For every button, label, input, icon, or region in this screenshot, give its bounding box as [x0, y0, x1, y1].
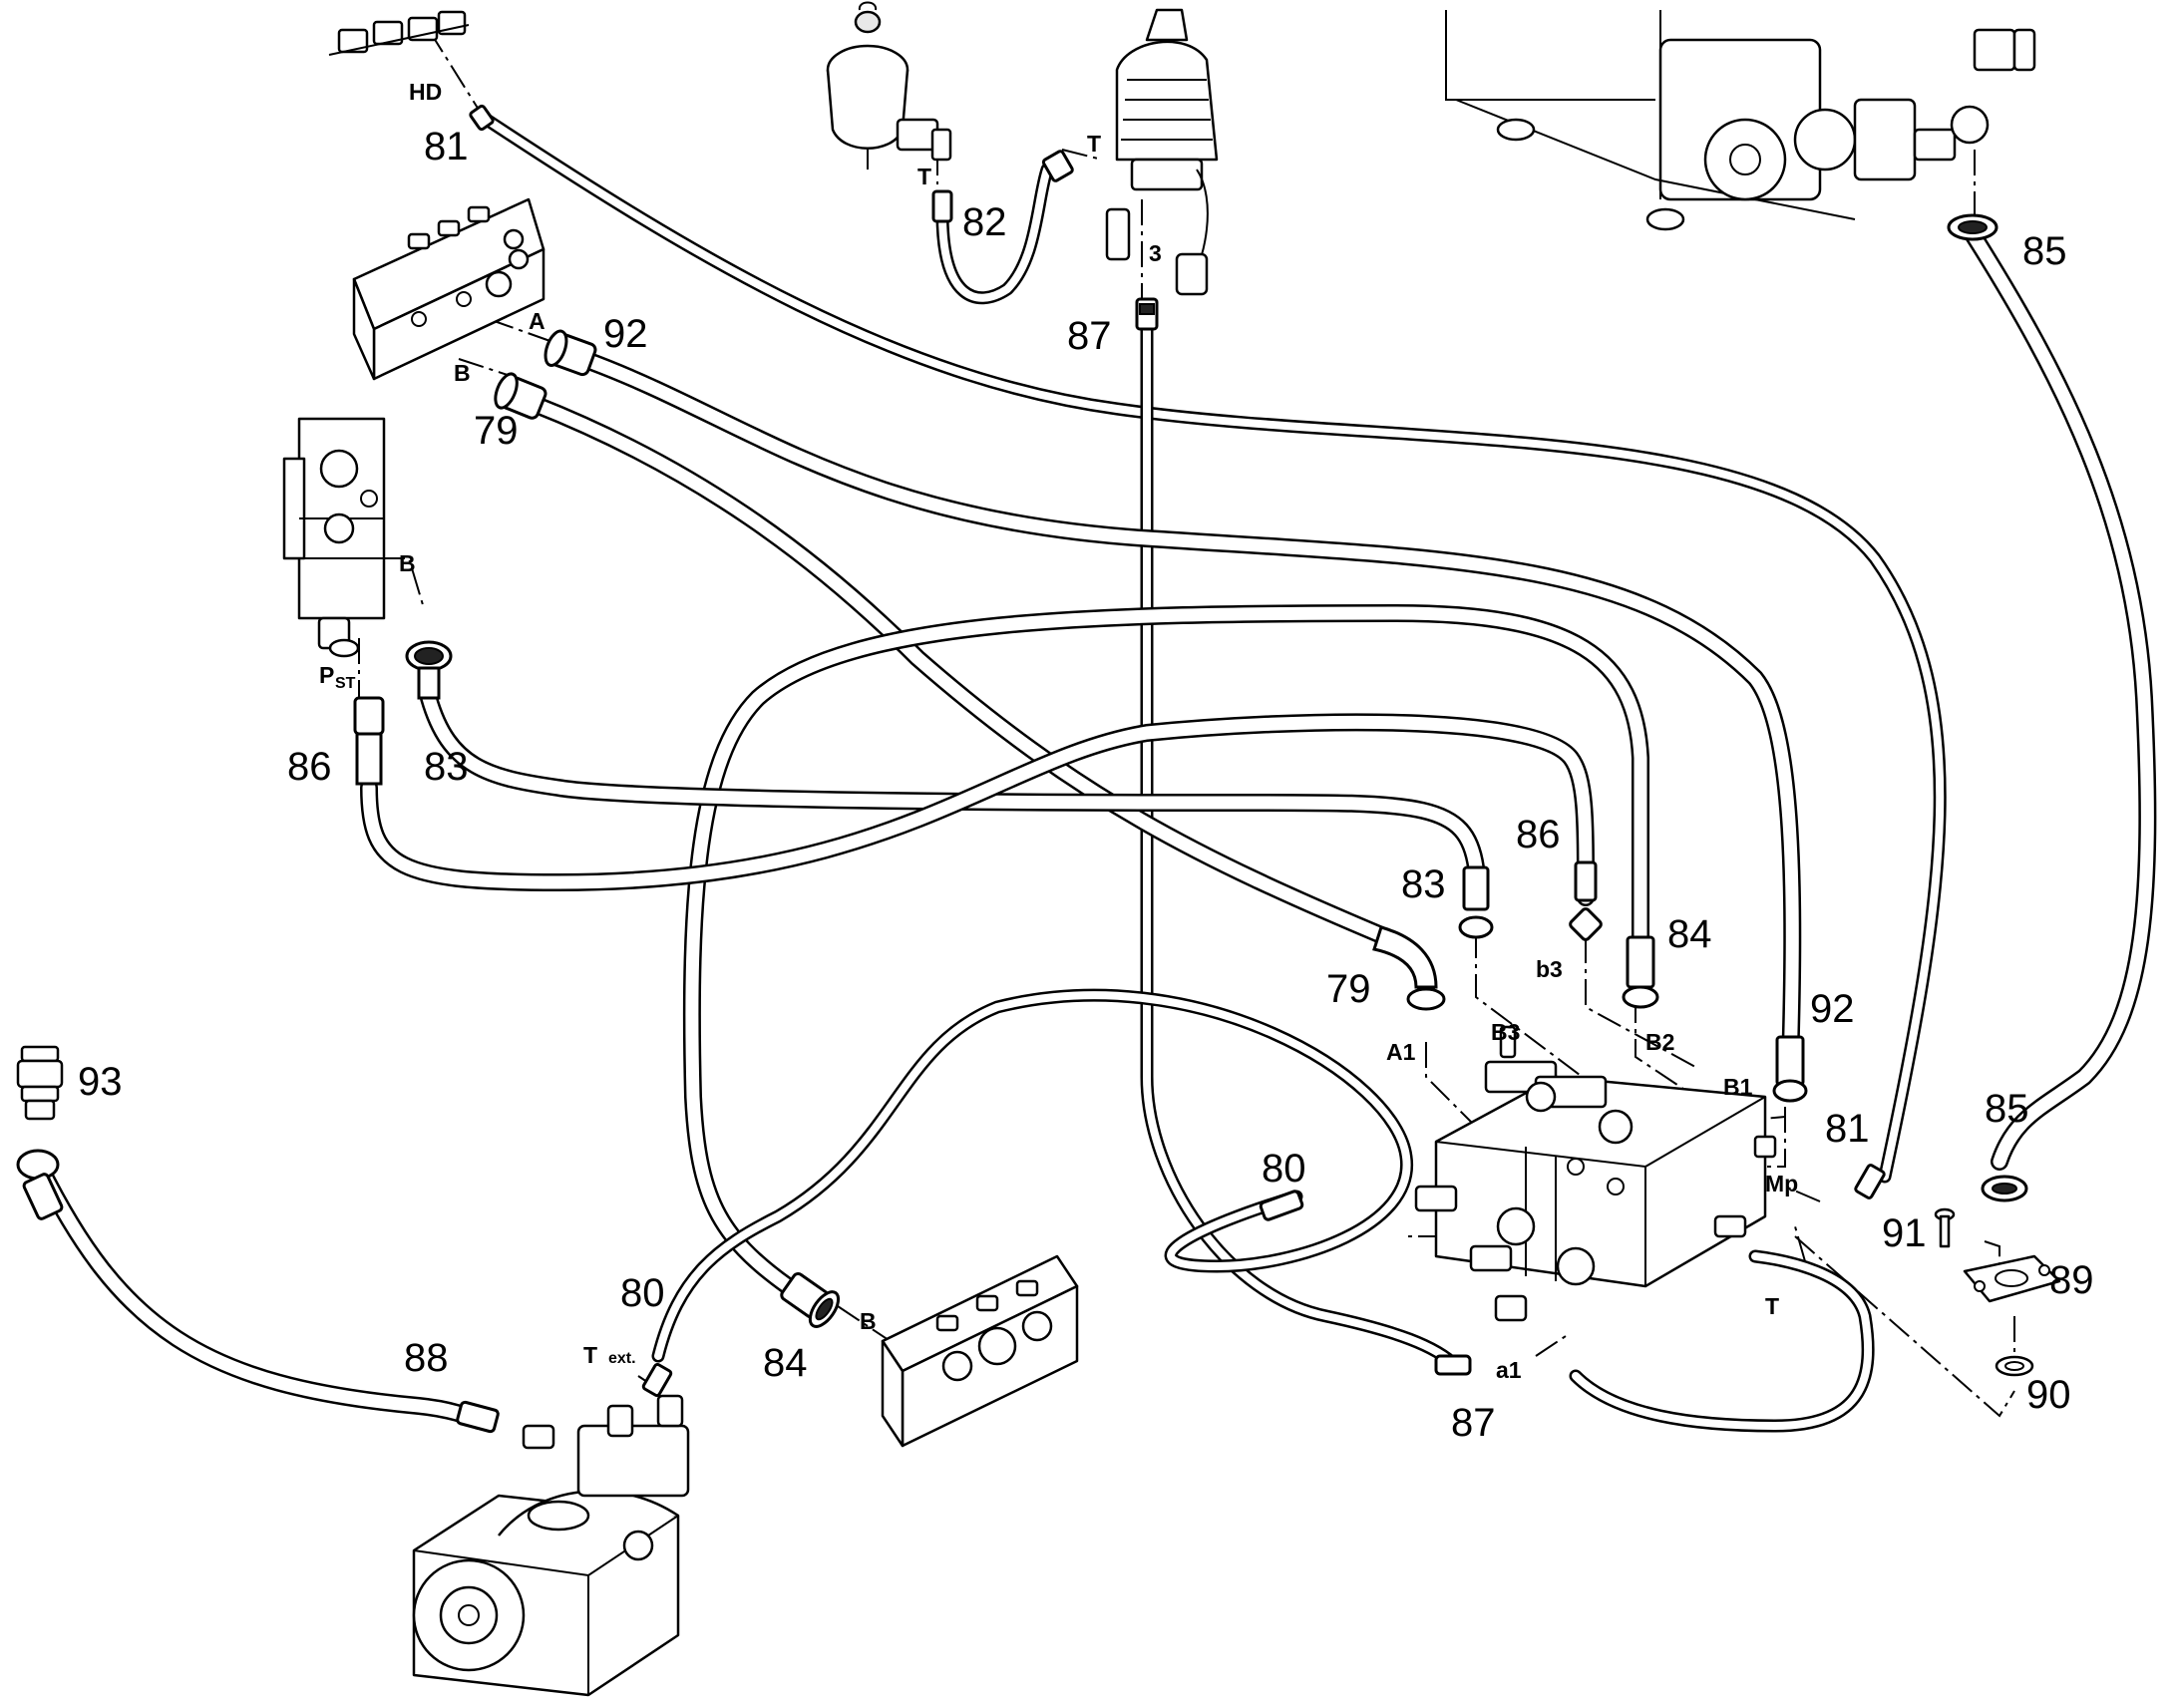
- callout-numbers: 81 82 87 85 92 79 86 83 86 83 84 92 79 8…: [78, 125, 2094, 1445]
- callout-90: 90: [2026, 1373, 2071, 1417]
- fitting-79-top: [494, 372, 547, 420]
- port-t-valve: T: [1765, 1293, 1779, 1319]
- port-a-top: A: [529, 308, 545, 334]
- port-b-left: B: [399, 550, 416, 576]
- fitting-86-right: [1569, 860, 1603, 941]
- callout-80-right: 80: [1262, 1147, 1306, 1191]
- fitting-81-top: [469, 104, 495, 132]
- fitting-93: [16, 1045, 64, 1121]
- callout-84-right: 84: [1667, 912, 1712, 956]
- hydraulic-pump: [412, 1394, 690, 1697]
- fitting-88-right: [456, 1400, 500, 1434]
- callout-87-top: 87: [1067, 314, 1112, 358]
- top-right-unit: [1445, 10, 2036, 231]
- valve-block-top-left: [352, 197, 545, 381]
- fitting-83-right: [1458, 865, 1494, 939]
- port-b1: B1: [1723, 1074, 1753, 1100]
- port-t-joystick: T: [1087, 131, 1101, 157]
- callout-83-left: 83: [424, 745, 469, 789]
- port-3: 3: [1149, 240, 1162, 266]
- port-t-ext: T ext.: [583, 1342, 636, 1368]
- port-hd: HD: [409, 79, 442, 105]
- fitting-85-top: [1947, 213, 1998, 241]
- callout-86-right: 86: [1516, 813, 1561, 856]
- callout-88: 88: [404, 1336, 449, 1380]
- port-a1-lower: a1: [1496, 1357, 1522, 1383]
- port-b-bottom: B: [860, 1308, 877, 1334]
- fitting-85-bottom: [1981, 1175, 2028, 1202]
- callout-86-left: 86: [287, 745, 332, 789]
- fitting-80-loop: [1259, 1190, 1304, 1221]
- fitting-87-top: [1135, 297, 1159, 331]
- port-b3-lower: b3: [1536, 956, 1563, 982]
- callout-83-right: 83: [1401, 862, 1446, 906]
- port-b2: B2: [1645, 1029, 1674, 1055]
- valve-block-bottom: [881, 1254, 1079, 1448]
- svg-text:ext.: ext.: [608, 1350, 636, 1367]
- port-mp: Mp: [1765, 1171, 1798, 1196]
- fitting-84-right: [1622, 935, 1659, 1009]
- svg-text:T: T: [583, 1342, 597, 1368]
- callout-87-bottom: 87: [1451, 1401, 1496, 1445]
- callout-84-bottom: 84: [763, 1341, 808, 1385]
- port-labels: HD T T 3 A B B P ST B T ext. A1 B3 b3 B2…: [319, 79, 1798, 1383]
- callout-80-left: 80: [620, 1271, 665, 1315]
- hose-fittings: [16, 104, 2028, 1434]
- fitting-92-right: [1772, 1035, 1808, 1103]
- port-b3: B3: [1491, 1019, 1520, 1045]
- flange-89: [1963, 1254, 2061, 1303]
- fitting-83-left: [405, 640, 453, 700]
- fitting-82-right: [1041, 150, 1074, 182]
- port-b-top: B: [454, 360, 471, 386]
- callout-82: 82: [962, 200, 1007, 244]
- port-t-accumulator: T: [917, 164, 931, 189]
- bolt-91: [1934, 1207, 1956, 1248]
- svg-text:P: P: [319, 662, 334, 688]
- fitting-92-top: [544, 329, 597, 377]
- callout-92-right: 92: [1810, 987, 1855, 1031]
- valve-left: [282, 417, 386, 658]
- port-pst: P ST: [319, 662, 356, 692]
- accumulator: [826, 1, 952, 170]
- callout-81-right: 81: [1825, 1107, 1870, 1151]
- hd-connector-block: [328, 10, 470, 56]
- fitting-82-left: [931, 189, 953, 223]
- washer-90: [1995, 1355, 2034, 1377]
- callout-89: 89: [2049, 1258, 2094, 1302]
- fitting-84-bottom: [780, 1271, 841, 1328]
- port-a1: A1: [1386, 1039, 1416, 1065]
- fitting-79-right: [1372, 925, 1446, 1011]
- fitting-88-left: [16, 1149, 64, 1220]
- callout-81-top: 81: [424, 125, 469, 169]
- fitting-87-bottom: [1434, 1354, 1472, 1376]
- main-control-valve: [1414, 1025, 1777, 1322]
- callout-93: 93: [78, 1060, 123, 1104]
- callout-85-bottom: 85: [1985, 1087, 2029, 1131]
- fitting-86-left: [353, 696, 385, 786]
- fitting-80-text: [641, 1362, 673, 1398]
- svg-text:ST: ST: [335, 675, 356, 692]
- callout-91: 91: [1882, 1211, 1927, 1255]
- fitting-81-right: [1854, 1164, 1886, 1199]
- callout-79-top: 79: [474, 409, 519, 453]
- callout-92-top: 92: [603, 312, 648, 356]
- hoses: [31, 111, 2157, 1433]
- joystick: [1105, 8, 1219, 296]
- callout-85-top: 85: [2022, 229, 2067, 273]
- callout-79-right: 79: [1326, 967, 1371, 1011]
